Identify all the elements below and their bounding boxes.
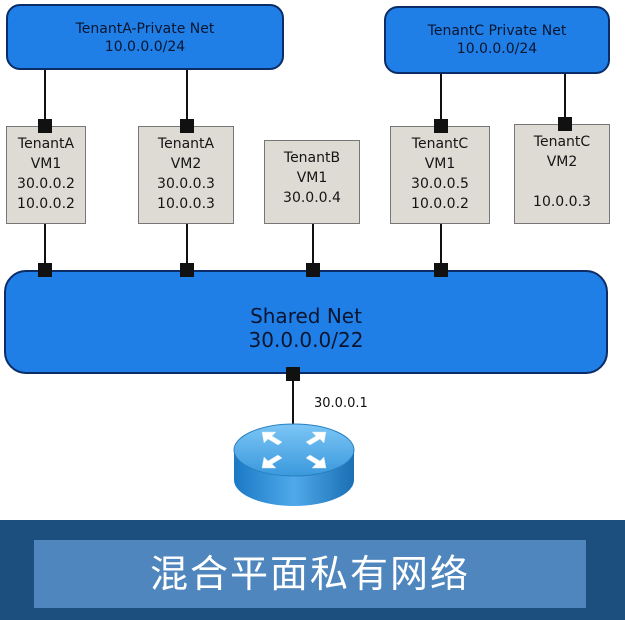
shared-net-cidr: 30.0.0.0/22 [248,328,364,352]
port-shared-vm1 [38,263,52,277]
wire-neta-vm1 [44,70,46,126]
port-shared-vm2 [180,263,194,277]
vm-line: TenantC [533,134,591,150]
vm-line: 30.0.0.5 [411,176,469,192]
vm-line: 10.0.0.3 [157,196,215,212]
port-vm2-private [180,119,194,133]
wire-vmc1-shared [440,224,442,270]
wire-vmb-shared [312,224,314,270]
vm-tenanta-vm2: TenantA VM2 30.0.0.3 10.0.0.3 [138,126,234,224]
wire-vm1-shared [44,224,46,270]
shared-net: Shared Net 30.0.0.0/22 [4,270,608,374]
tenant-c-private-net-name: TenantC Private Net [427,23,567,39]
banner-title: 混合平面私有网络 [34,540,586,608]
vm-line: VM1 [30,156,62,172]
vm-line: VM2 [546,154,578,170]
vm-line: 30.0.0.3 [157,176,215,192]
port-vmc1-private [434,119,448,133]
vm-line: 30.0.0.2 [17,176,75,192]
router-icon [232,418,356,514]
vm-line: 10.0.0.3 [533,194,591,210]
vm-line: TenantC [411,136,469,152]
vm-line: VM2 [170,156,202,172]
vm-line: VM1 [296,170,328,186]
tenant-a-private-net-cidr: 10.0.0.0/24 [104,39,186,55]
port-shared-router [286,367,300,381]
port-vm1-private [38,119,52,133]
vm-tenantc-vm2: TenantC VM2 10.0.0.3 [514,124,610,224]
vm-tenanta-vm1: TenantA VM1 30.0.0.2 10.0.0.2 [6,126,86,224]
vm-line: TenantB [283,150,341,166]
wire-neta-vm2 [186,70,188,126]
vm-line: VM1 [424,156,456,172]
vm-line [515,172,609,192]
vm-line: TenantA [17,136,75,152]
vm-line: 10.0.0.2 [17,196,75,212]
tenant-a-private-net-name: TenantA-Private Net [75,21,215,37]
router-ip-label: 30.0.0.1 [314,396,368,411]
wire-vm2-shared [186,224,188,270]
port-shared-vmb [306,263,320,277]
vm-line: 10.0.0.2 [411,196,469,212]
tenant-c-private-net: TenantC Private Net 10.0.0.0/24 [384,6,610,74]
tenant-a-private-net: TenantA-Private Net 10.0.0.0/24 [6,4,284,70]
vm-line: TenantA [157,136,215,152]
wire-shared-router [292,380,294,428]
wire-netc-vm2 [564,74,566,124]
port-shared-vmc1 [434,263,448,277]
tenant-c-private-net-cidr: 10.0.0.0/24 [456,41,538,57]
vm-line: 30.0.0.4 [283,190,341,206]
vm-tenantb-vm1: TenantB VM1 30.0.0.4 [264,140,360,224]
wire-netc-vm1 [440,74,442,126]
port-vmc2-private [558,117,572,131]
vm-tenantc-vm1: TenantC VM1 30.0.0.5 10.0.0.2 [390,126,490,224]
shared-net-name: Shared Net [250,304,362,328]
